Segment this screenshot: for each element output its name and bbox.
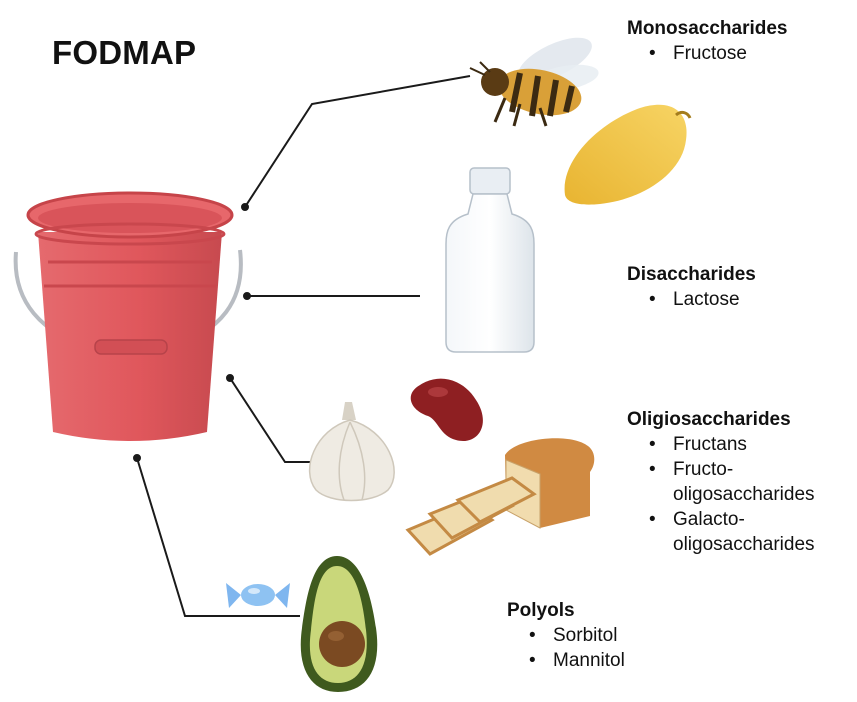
- monosaccharides-group: Monosaccharides Fructose: [627, 16, 788, 66]
- avocado-icon: [301, 556, 378, 692]
- polyols-heading: Polyols: [507, 598, 625, 623]
- bread-icon: [408, 438, 594, 554]
- list-item: Fructans: [649, 432, 815, 457]
- list-item: Mannitol: [529, 648, 625, 673]
- bee-icon: [470, 29, 601, 126]
- milk-bottle-icon: [446, 168, 534, 352]
- oligosaccharides-group: Oligiosaccharides Fructans Fructo- oligo…: [627, 407, 815, 557]
- monosaccharides-heading: Monosaccharides: [627, 16, 788, 41]
- mango-icon: [565, 105, 690, 205]
- connector-polyols: [137, 458, 300, 616]
- disaccharides-group: Disaccharides Lactose: [627, 262, 756, 312]
- bucket-icon: [16, 193, 241, 441]
- polyols-group: Polyols Sorbitol Mannitol: [507, 598, 625, 673]
- oligosaccharides-heading: Oligiosaccharides: [627, 407, 815, 432]
- list-item-continuation: oligosaccharides: [649, 532, 815, 557]
- list-item-continuation: oligosaccharides: [649, 482, 815, 507]
- connector-monosaccharides: [245, 76, 470, 207]
- list-item: Lactose: [649, 287, 756, 312]
- list-item: Fructose: [649, 41, 788, 66]
- candy-icon: [226, 583, 290, 608]
- disaccharides-heading: Disaccharides: [627, 262, 756, 287]
- kidney-bean-icon: [411, 379, 483, 441]
- connector-oligosaccharides: [230, 378, 310, 462]
- list-item: Fructo-: [649, 457, 815, 482]
- list-item: Sorbitol: [529, 623, 625, 648]
- garlic-icon: [310, 402, 395, 501]
- list-item: Galacto-: [649, 507, 815, 532]
- page-title: FODMAP: [52, 34, 196, 72]
